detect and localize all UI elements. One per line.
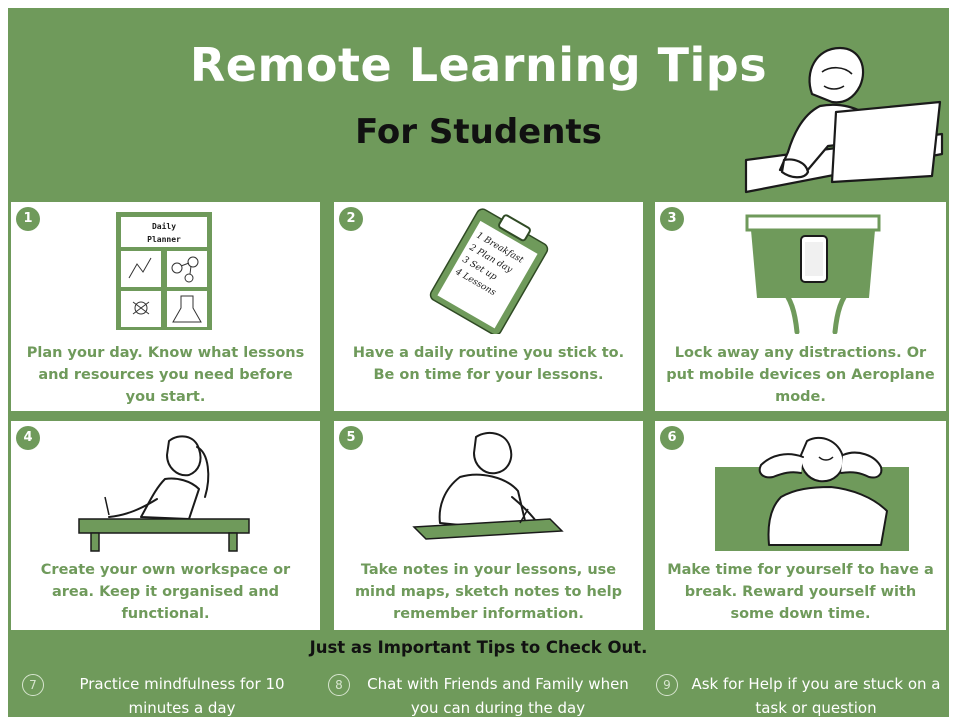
extra-tip-9: 9 Ask for Help if you are stuck on a tas… — [656, 672, 946, 717]
tip-number: 1 — [16, 207, 40, 231]
tips-grid: 1 Daily Planner Plan your day. Know w — [11, 202, 946, 630]
planner-line-2: Planner — [147, 235, 181, 244]
extras-title: Just as Important Tips to Check Out. — [309, 638, 648, 657]
planner-line-1: Daily — [152, 221, 176, 231]
student-laptop-illustration — [744, 46, 944, 194]
student-desk-illustration — [78, 435, 250, 552]
tip-card-4: 4 Create your own workspace or area. Kee… — [11, 421, 320, 630]
tip-text: Create your own workspace or area. Keep … — [40, 562, 291, 622]
page-subtitle: For Students — [355, 112, 602, 152]
tip-number: 4 — [16, 426, 40, 450]
tip-card-6: 6 Make time for yourself to have a break… — [655, 421, 946, 630]
extra-text: Chat with Friends and Family when you ca… — [367, 675, 629, 717]
extra-text: Practice mindfulness for 10 minutes a da… — [79, 675, 285, 717]
tip-text: Take notes in your lessons, use mind map… — [354, 562, 623, 622]
tip-card-1: 1 Daily Planner Plan your day. Know w — [11, 202, 320, 411]
tip-text: Have a daily routine you stick to. Be on… — [352, 345, 625, 383]
relaxing-person-illustration — [715, 436, 909, 551]
tip-text: Make time for yourself to have a break. … — [667, 562, 934, 622]
header: Remote Learning Tips For Students — [8, 8, 949, 202]
tip-card-5: 5 Take notes in your lessons, use mind m… — [334, 421, 643, 630]
extra-number: 8 — [328, 674, 350, 696]
drawer-phone-icon — [745, 214, 881, 334]
daily-planner-icon: Daily Planner — [116, 212, 212, 330]
extra-tip-8: 8 Chat with Friends and Family when you … — [328, 672, 638, 717]
student-writing-illustration — [412, 431, 564, 540]
tip-card-2: 2 1 Breakfast 2 Plan day 3 Set up 4 Less… — [334, 202, 643, 411]
infographic: Remote Learning Tips For Students 1 Da — [8, 8, 949, 717]
tip-number: 2 — [339, 207, 363, 231]
extra-number: 7 — [22, 674, 44, 696]
extra-number: 9 — [656, 674, 678, 696]
tip-number: 5 — [339, 426, 363, 450]
clipboard-checklist-icon: 1 Breakfast 2 Plan day 3 Set up 4 Lesson… — [429, 208, 549, 334]
extra-text: Ask for Help if you are stuck on a task … — [691, 675, 941, 717]
tip-card-3: 3 Lock away any distractions. Or put mob… — [655, 202, 946, 411]
tip-number: 6 — [660, 426, 684, 450]
extra-tip-7: 7 Practice mindfulness for 10 minutes a … — [22, 672, 312, 717]
page-title: Remote Learning Tips — [189, 38, 768, 92]
tip-text: Lock away any distractions. Or put mobil… — [666, 345, 935, 405]
tip-number: 3 — [660, 207, 684, 231]
tip-text: Plan your day. Know what lessons and res… — [26, 345, 305, 405]
